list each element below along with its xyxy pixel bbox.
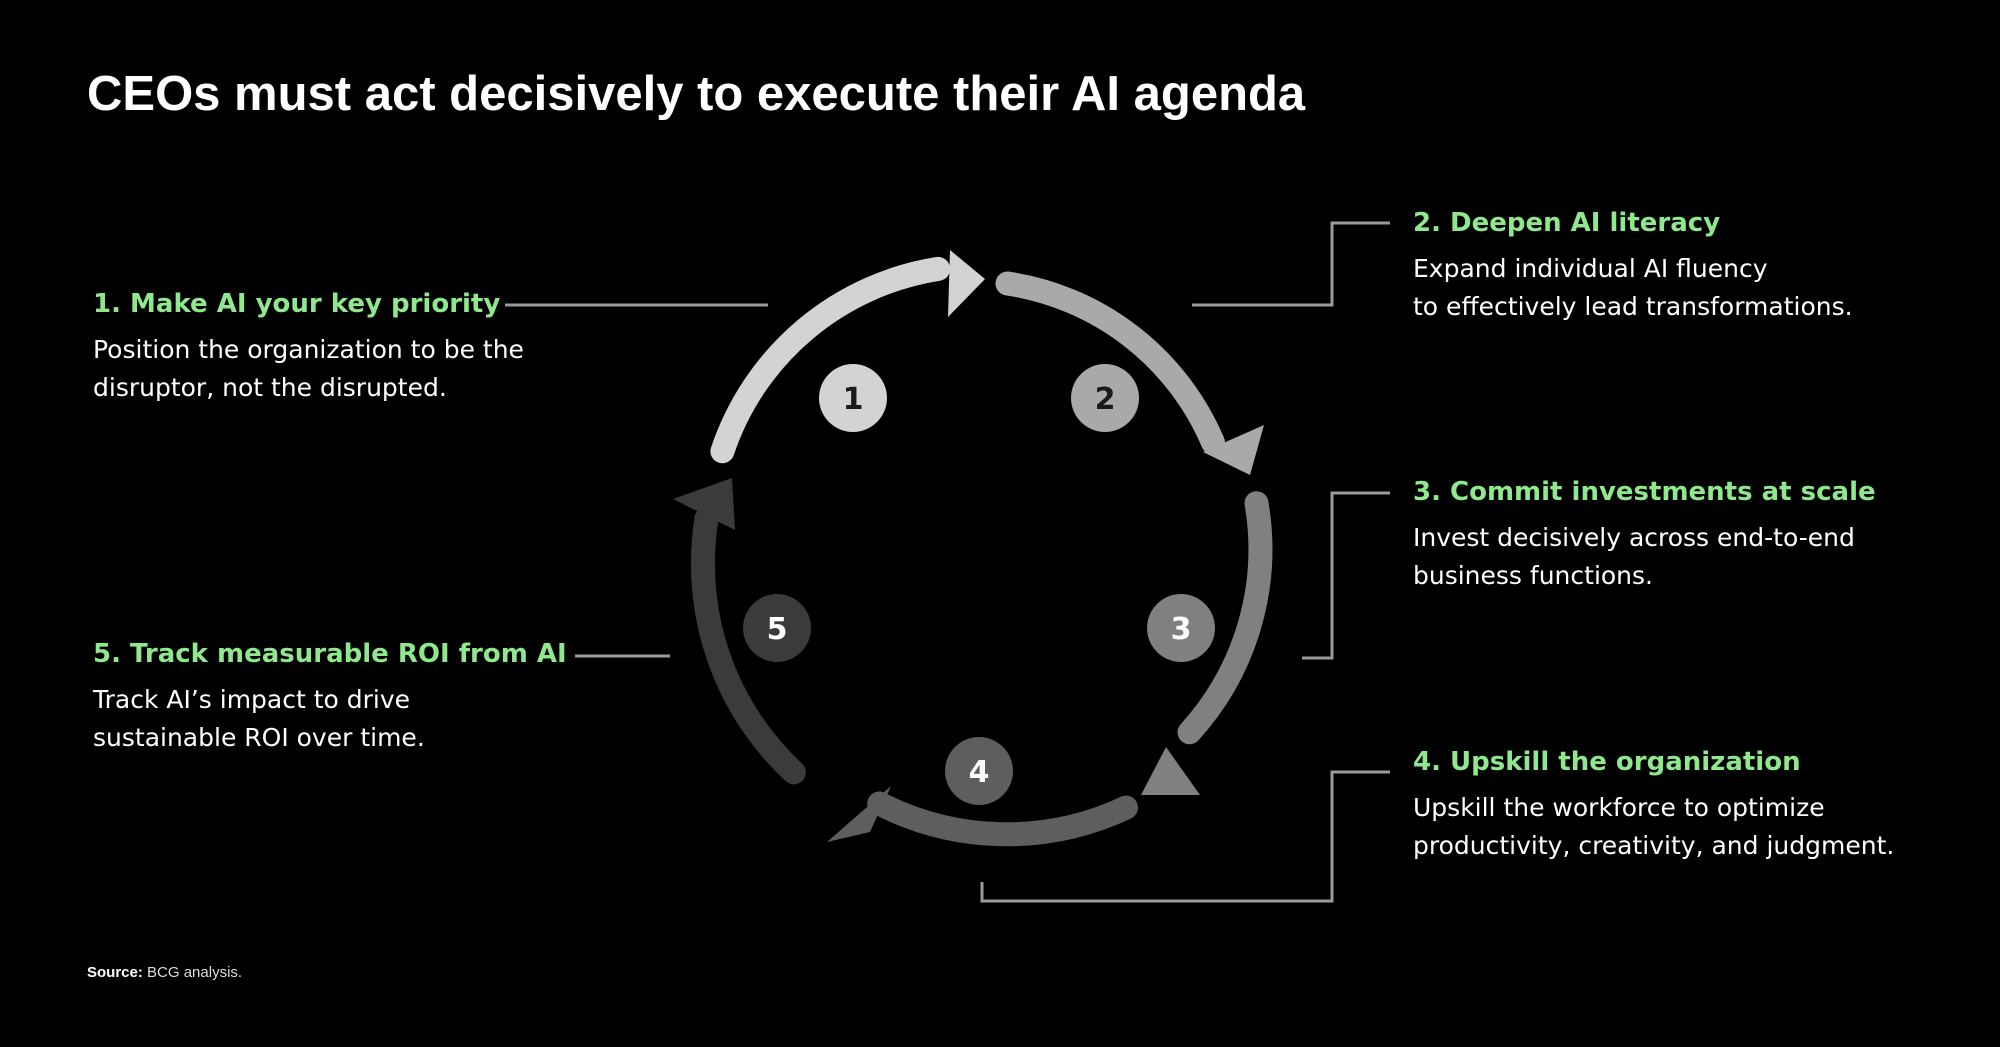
step-5: 5. Track measurable ROI from AI Track AI… (93, 637, 567, 757)
badge-3 (1147, 594, 1215, 662)
step-5-heading: 5. Track measurable ROI from AI (93, 639, 567, 669)
step-4-desc-line-1: Upskill the workforce to optimize (1413, 793, 1825, 822)
step-1-description: Position the organization to be the disr… (93, 331, 524, 407)
arc-5 (690, 506, 806, 785)
page-title: CEOs must act decisively to execute thei… (87, 67, 1306, 121)
connector-4 (980, 770, 1390, 903)
step-3: 3. Commit investments at scale Invest de… (1413, 475, 1876, 595)
connector-3 (1302, 491, 1390, 660)
step-1-desc-line-2: disruptor, not the disrupted. (93, 373, 447, 402)
step-3-description: Invest decisively across end-to-end busi… (1413, 519, 1876, 595)
step-4-heading: 4. Upskill the organization (1413, 747, 1801, 777)
arrowhead-5 (673, 478, 735, 530)
badge-5-number: 5 (767, 612, 788, 647)
arc-3 (1177, 491, 1273, 745)
step-3-desc-line-1: Invest decisively across end-to-end (1413, 523, 1855, 552)
step-5-desc-line-1: Track AI’s impact to drive (93, 685, 411, 714)
arrowhead-4 (827, 786, 891, 842)
step-2-description: Expand individual AI fluency to effectiv… (1413, 250, 1853, 326)
connector-lines (505, 221, 1390, 903)
badge-3-number: 3 (1171, 612, 1192, 647)
arrowhead-1 (948, 250, 985, 317)
arc-1 (710, 256, 951, 464)
step-2: 2. Deepen AI literacy Expand individual … (1413, 206, 1853, 326)
step-4-description: Upskill the workforce to optimize produc… (1413, 789, 1894, 865)
badge-1 (819, 364, 887, 432)
badge-2 (1071, 364, 1139, 432)
step-2-desc-line-2: to effectively lead transformations. (1413, 292, 1853, 321)
step-2-heading: 2. Deepen AI literacy (1413, 208, 1721, 238)
badge-4-number: 4 (969, 755, 990, 790)
step-3-heading: 3. Commit investments at scale (1413, 477, 1876, 507)
step-5-desc-line-2: sustainable ROI over time. (93, 723, 425, 752)
step-2-desc-line-1: Expand individual AI fluency (1413, 254, 1768, 283)
arc-4 (867, 791, 1138, 847)
step-5-description: Track AI’s impact to drive sustainable R… (93, 681, 567, 757)
step-1-desc-line-1: Position the organization to be the (93, 335, 524, 364)
source-label: Source: (87, 964, 143, 981)
step-3-desc-line-2: business functions. (1413, 561, 1654, 590)
step-1: 1. Make AI your key priority Position th… (93, 287, 524, 407)
source-note: Source: BCG analysis. (87, 964, 242, 981)
source-text: BCG analysis. (147, 964, 243, 981)
arrowhead-3 (1141, 747, 1200, 795)
badge-1-number: 1 (843, 382, 864, 417)
badge-4 (945, 737, 1013, 805)
arc-2 (995, 271, 1225, 455)
step-4: 4. Upskill the organization Upskill the … (1413, 745, 1894, 865)
step-1-heading: 1. Make AI your key priority (93, 289, 501, 319)
badge-5 (743, 594, 811, 662)
arrowhead-2 (1203, 425, 1264, 475)
connector-2 (1192, 221, 1390, 307)
badge-2-number: 2 (1095, 382, 1116, 417)
step-4-desc-line-2: productivity, creativity, and judgment. (1413, 831, 1895, 860)
